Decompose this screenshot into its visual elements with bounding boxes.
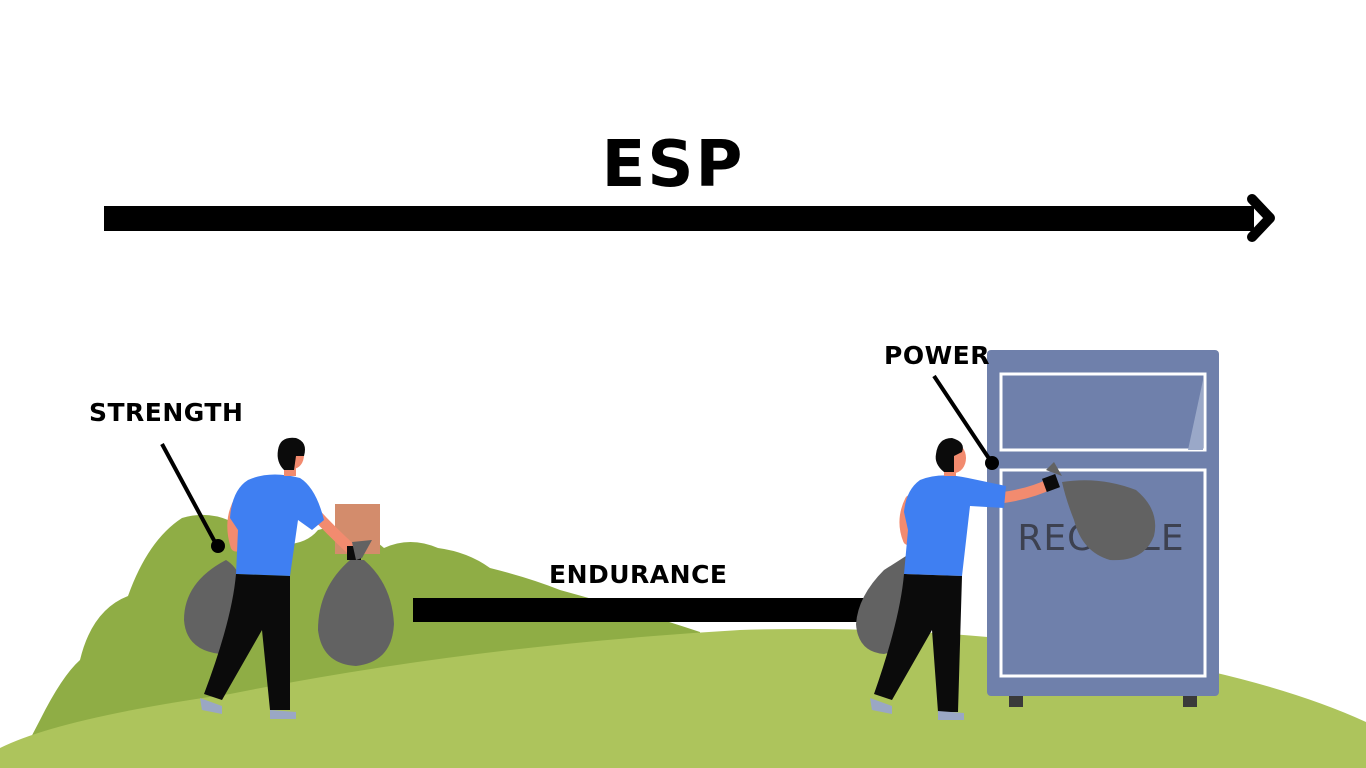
strength-pointer-dot xyxy=(211,539,225,553)
strength-pointer-line xyxy=(160,443,218,545)
endurance-arrow-shaft xyxy=(413,598,879,622)
esp-arrow-shaft xyxy=(104,206,1254,231)
trash-bag-icon xyxy=(318,560,394,666)
power-pointer-line xyxy=(932,374,992,462)
diagram-title: ESP xyxy=(601,128,745,202)
power-label: POWER xyxy=(884,341,990,370)
arrow-right-icon xyxy=(1247,194,1275,242)
power-pointer-dot xyxy=(985,456,999,470)
trash-bag-icon xyxy=(1062,480,1156,561)
strength-label: STRENGTH xyxy=(89,398,244,427)
person-icon xyxy=(856,438,1060,720)
endurance-label: ENDURANCE xyxy=(549,560,728,589)
person-icon xyxy=(184,437,394,719)
